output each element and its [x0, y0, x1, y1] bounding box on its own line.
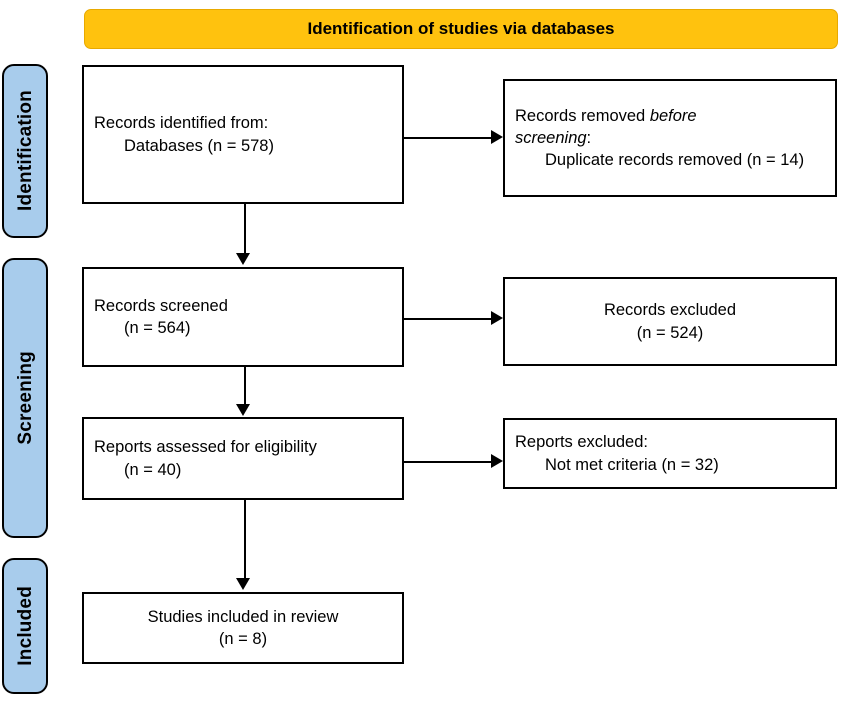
arrow-right-icon-assessed-to-reports-excluded — [491, 454, 503, 468]
reports-excluded-line-1: Reports excluded: — [515, 433, 648, 452]
phase-bar-screening: Screening — [2, 258, 48, 538]
connector-screened-to-assessed — [244, 367, 246, 405]
records-removed-colon: : — [586, 128, 592, 147]
studies-included-line-1: Studies included in review — [147, 607, 339, 626]
arrow-down-icon-screened-to-assessed — [236, 404, 250, 416]
records-removed-line-1: Records removed before — [515, 105, 825, 127]
records-removed-line-2: screening: — [515, 127, 825, 149]
connector-assessed-to-included — [244, 500, 246, 579]
box-reports-assessed: Reports assessed for eligibility (n = 40… — [82, 417, 404, 500]
box-records-excluded: Records excluded (n = 524) — [503, 277, 837, 366]
phase-label-identification: Identification — [14, 90, 36, 212]
box-studies-included: Studies included in review (n = 8) — [82, 592, 404, 664]
box-records-screened: Records screened (n = 564) — [82, 267, 404, 367]
reports-excluded-line-2: Not met criteria (n = 32) — [545, 455, 719, 474]
box-reports-excluded: Reports excluded: Not met criteria (n = … — [503, 418, 837, 489]
records-excluded-line-1: Records excluded — [603, 301, 737, 320]
arrow-down-icon-identified-to-screened — [236, 253, 250, 265]
connector-identified-to-removed — [404, 137, 491, 139]
records-removed-prefix: Records removed — [515, 106, 650, 125]
phase-bar-identification: Identification — [2, 64, 48, 238]
banner-identification-via-databases: Identification of studies via databases — [84, 9, 838, 49]
reports-assessed-line-1: Reports assessed for eligibility — [94, 438, 317, 457]
records-screened-line-2: (n = 564) — [124, 319, 191, 337]
reports-assessed-line-2: (n = 40) — [124, 460, 182, 479]
phase-label-included: Included — [14, 586, 36, 666]
connector-assessed-to-reports-excluded — [404, 461, 491, 463]
arrow-right-icon-identified-to-removed — [491, 130, 503, 144]
arrow-down-icon-assessed-to-included — [236, 578, 250, 590]
records-removed-line-3: Duplicate records removed (n = 14) — [545, 151, 805, 170]
phase-bar-included: Included — [2, 558, 48, 694]
studies-included-line-2: (n = 8) — [218, 630, 268, 648]
records-identified-line-1: Records identified from: — [94, 114, 269, 133]
banner-title: Identification of studies via databases — [307, 18, 615, 38]
records-removed-italic-screening: screening — [515, 128, 587, 147]
arrow-right-icon-screened-to-excluded — [491, 311, 503, 325]
records-identified-line-2: Databases (n = 578) — [124, 136, 274, 155]
records-removed-italic-before: before — [649, 106, 697, 125]
connector-screened-to-excluded — [404, 318, 491, 320]
box-records-identified: Records identified from: Databases (n = … — [82, 65, 404, 204]
phase-label-screening: Screening — [14, 351, 36, 445]
records-excluded-line-2: (n = 524) — [636, 323, 704, 342]
records-screened-line-1: Records screened — [94, 296, 228, 315]
connector-identified-to-screened — [244, 204, 246, 254]
box-records-removed-before-screening: Records removed before screening: Duplic… — [503, 79, 837, 197]
